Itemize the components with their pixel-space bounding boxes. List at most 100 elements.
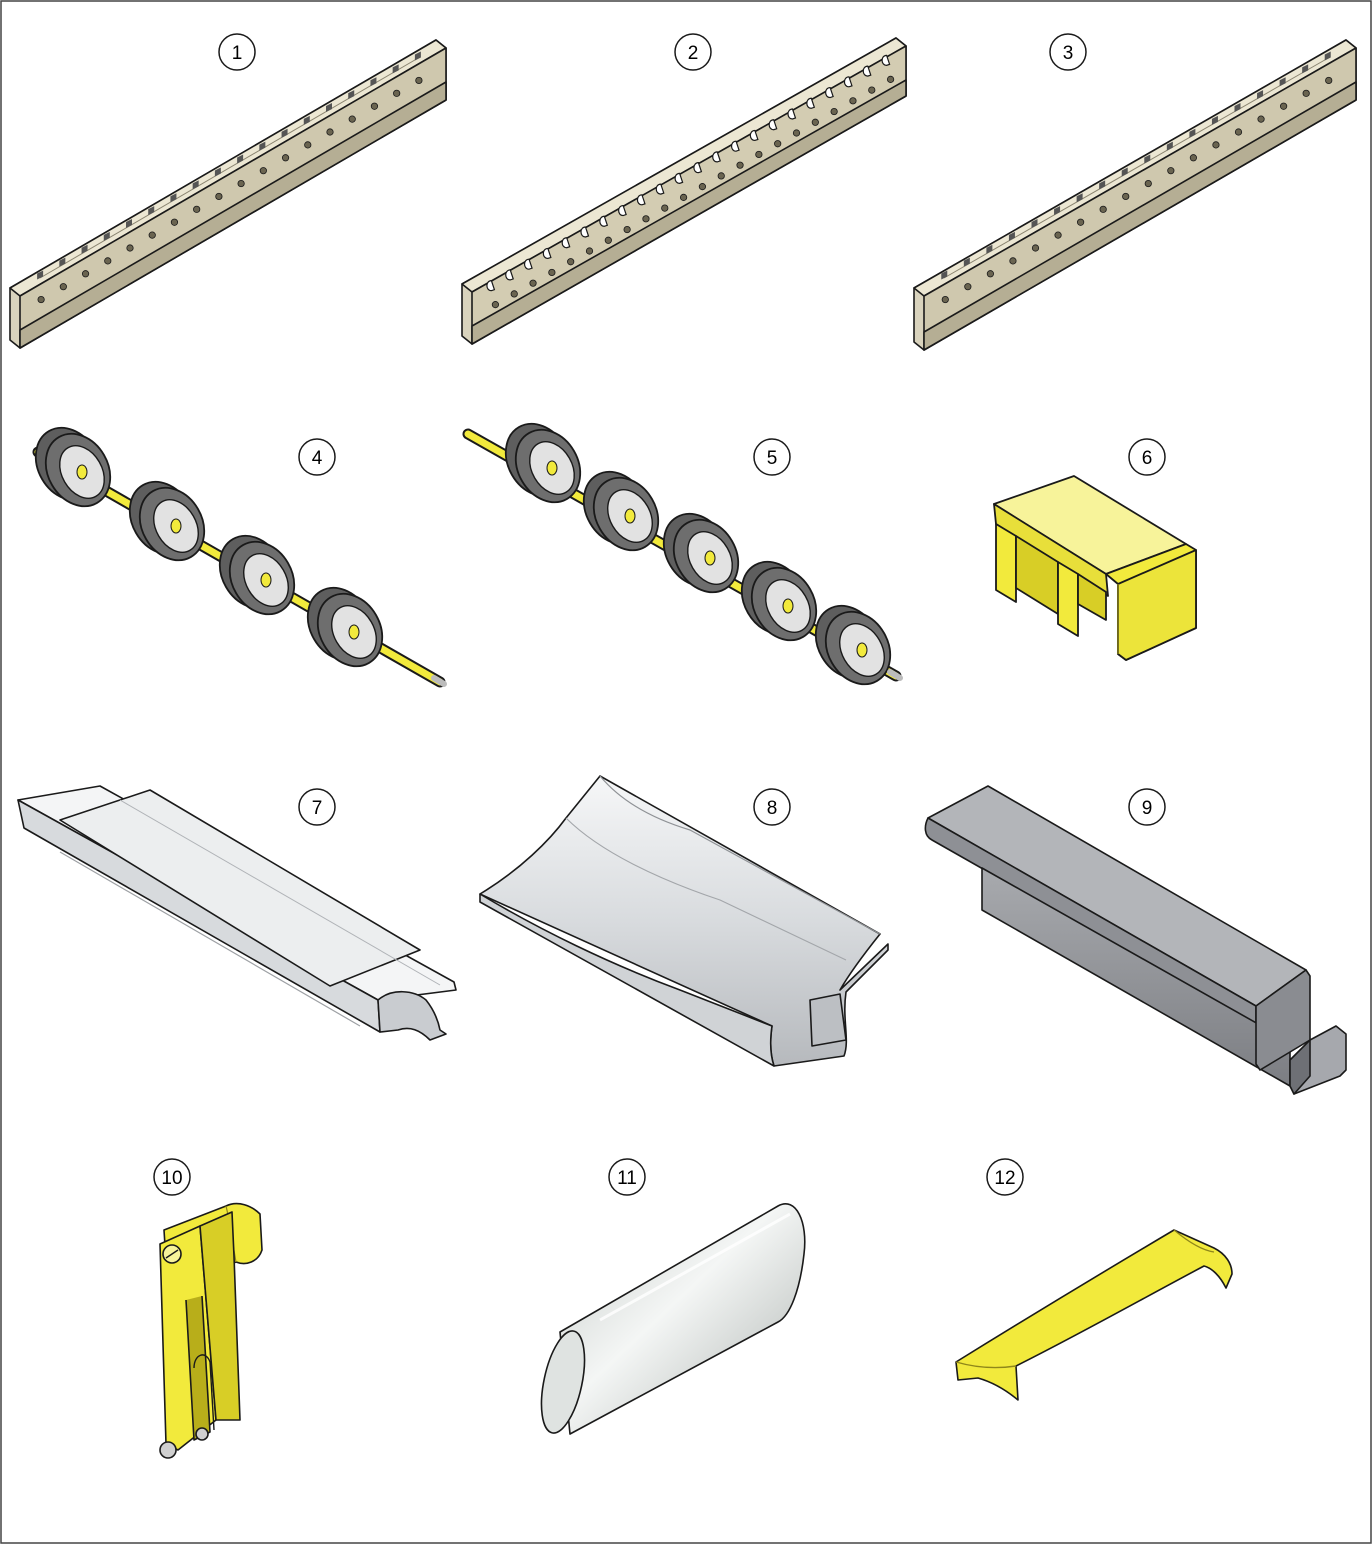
wheel-icon <box>34 426 112 508</box>
slot-icon <box>281 128 288 138</box>
hole-icon <box>1144 179 1152 188</box>
pin-icon <box>195 1427 209 1441</box>
hole-icon <box>348 115 356 123</box>
clamp-bracket-icon <box>159 1202 263 1459</box>
slot-icon <box>1234 103 1241 112</box>
callout-circle <box>153 1158 191 1196</box>
hole-icon <box>491 301 500 309</box>
rail-holes <box>486 54 895 309</box>
wheel-icon <box>740 560 818 642</box>
part-5: 5 <box>462 422 903 686</box>
hole-icon <box>623 225 631 234</box>
hole-icon <box>510 290 518 298</box>
hole-icon <box>529 279 537 287</box>
hole-icon <box>148 231 156 239</box>
slot-icon <box>1054 206 1061 216</box>
callout-number: 5 <box>767 448 778 469</box>
hole-icon <box>1280 102 1288 110</box>
slot-icon <box>806 97 816 109</box>
hole-icon <box>755 150 763 159</box>
part-7: 7 <box>17 785 457 1041</box>
slot-icon <box>730 140 740 152</box>
hole-icon <box>811 118 819 126</box>
slot-icon <box>986 244 993 254</box>
callout-number: 12 <box>994 1168 1015 1189</box>
slot-icon <box>523 258 533 270</box>
callout-circle <box>753 438 791 476</box>
hole-icon <box>567 258 575 266</box>
slot-icon <box>881 54 891 66</box>
hole-icon <box>81 270 90 278</box>
slot-icon <box>542 247 552 260</box>
hole-icon <box>642 215 650 223</box>
hole-icon <box>415 76 423 85</box>
callout-circle <box>986 1158 1024 1196</box>
slot-icon <box>81 244 88 254</box>
slot-icon <box>237 154 244 164</box>
hole-icon <box>792 129 801 137</box>
slot-icon <box>59 257 66 267</box>
slot-icon <box>1008 231 1015 241</box>
callout-number: 8 <box>767 798 778 819</box>
hole-icon <box>698 183 707 191</box>
hole-icon <box>1257 115 1265 123</box>
hole-icon <box>59 283 67 291</box>
slot-icon <box>1031 219 1038 228</box>
slotted-rail-icon <box>9 39 447 349</box>
slot-icon <box>618 204 627 217</box>
callout-circle <box>1128 788 1166 826</box>
callout-number: 11 <box>617 1168 637 1189</box>
wheel-shaft-4-icon <box>32 426 447 688</box>
slot-icon <box>170 193 177 203</box>
slot-icon <box>825 86 834 99</box>
hole-icon <box>661 204 669 212</box>
slot-icon <box>712 151 721 163</box>
wheel-icon <box>582 470 660 552</box>
hole-icon <box>1325 76 1333 85</box>
hole-icon <box>126 244 134 252</box>
shaft-end-icon <box>431 675 447 687</box>
slot-icon <box>963 257 970 267</box>
hole-icon <box>237 179 245 188</box>
guide-profile-icon <box>479 775 889 1067</box>
hole-icon <box>1234 128 1243 136</box>
hole-icon <box>736 161 744 169</box>
aluminium-profile-icon <box>17 785 457 1041</box>
callout-circle <box>674 33 712 71</box>
hole-icon <box>370 102 379 110</box>
callout-number: 1 <box>232 43 243 64</box>
slot-icon <box>1189 128 1196 138</box>
callout-number: 3 <box>1063 43 1074 64</box>
callout-number: 9 <box>1142 798 1153 819</box>
part-9: 9 <box>924 785 1347 1095</box>
wheel-icon <box>306 586 384 668</box>
slot-icon <box>348 90 355 100</box>
callout-number: 6 <box>1142 448 1153 469</box>
perforated-rail-icon <box>461 37 907 345</box>
slot-icon <box>1211 115 1218 125</box>
wheel-icon <box>128 480 206 562</box>
hole-icon <box>1302 89 1310 97</box>
hole-icon <box>849 97 857 105</box>
hole-icon <box>104 257 112 265</box>
tube-icon <box>540 1203 806 1435</box>
hole-icon <box>868 86 876 94</box>
part-12: 12 <box>955 1158 1233 1401</box>
callout-circle <box>298 788 336 826</box>
hole-icon <box>679 193 688 201</box>
hole-icon <box>1077 218 1085 226</box>
callout-circle <box>218 33 256 71</box>
hole-icon <box>281 154 290 162</box>
slot-icon <box>1302 64 1309 74</box>
slot-icon <box>941 270 948 280</box>
hole-icon <box>1122 192 1130 201</box>
hole-icon <box>1009 257 1017 265</box>
part-11: 11 <box>540 1158 806 1435</box>
slot-icon <box>214 167 221 177</box>
slot-icon <box>1144 154 1151 164</box>
slot-icon <box>599 215 609 227</box>
slot-icon <box>693 162 703 174</box>
hole-icon <box>215 192 223 201</box>
callout-circle <box>298 438 336 476</box>
tube-opening <box>540 1330 586 1434</box>
